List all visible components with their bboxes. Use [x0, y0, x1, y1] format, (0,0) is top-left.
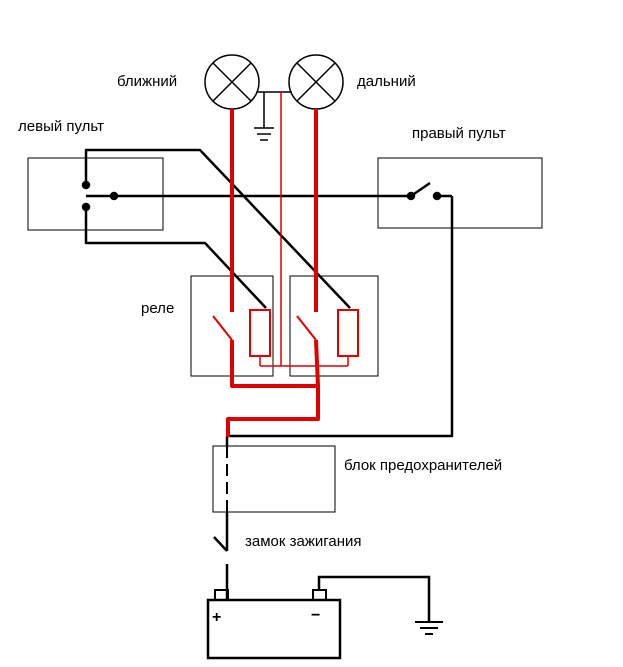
left-panel-label: левый пульт	[18, 118, 104, 135]
power-wiring	[226, 109, 320, 437]
lamp-ground-icon	[254, 127, 274, 141]
right-panel-label: правый пульт	[412, 125, 506, 142]
relay-label: реле	[141, 300, 175, 317]
relay-contact-left-icon	[212, 315, 233, 341]
low-beam-label: ближний	[117, 73, 178, 90]
coil-ground-wiring	[259, 92, 349, 367]
low-beam-lamp	[204, 54, 260, 110]
left-panel-box	[27, 157, 164, 231]
relay-coil-right	[337, 309, 359, 357]
fuse-block-label: блок предохранителей	[344, 457, 503, 474]
high-beam-lamp	[288, 54, 344, 110]
relay-coil-left	[249, 309, 271, 357]
fuse-block-box	[212, 445, 336, 513]
battery-plus-label: +	[212, 609, 222, 626]
relay-contact-right-icon	[296, 315, 317, 341]
control-wiring	[84, 148, 454, 446]
relay-box-right	[289, 275, 379, 377]
lamp-ground-wire	[256, 91, 292, 128]
battery-ground-wire	[317, 575, 431, 622]
battery-minus-label: −	[311, 607, 321, 624]
high-beam-label: дальний	[357, 73, 416, 90]
ignition-label: замок зажигания	[245, 533, 362, 550]
right-panel-box	[377, 157, 543, 229]
left-panel-switch-icon	[81, 180, 119, 212]
battery	[206, 589, 342, 660]
right-panel-switch-icon	[406, 181, 452, 201]
ignition-switch-icon	[213, 512, 229, 600]
battery-ground-icon	[415, 621, 443, 635]
